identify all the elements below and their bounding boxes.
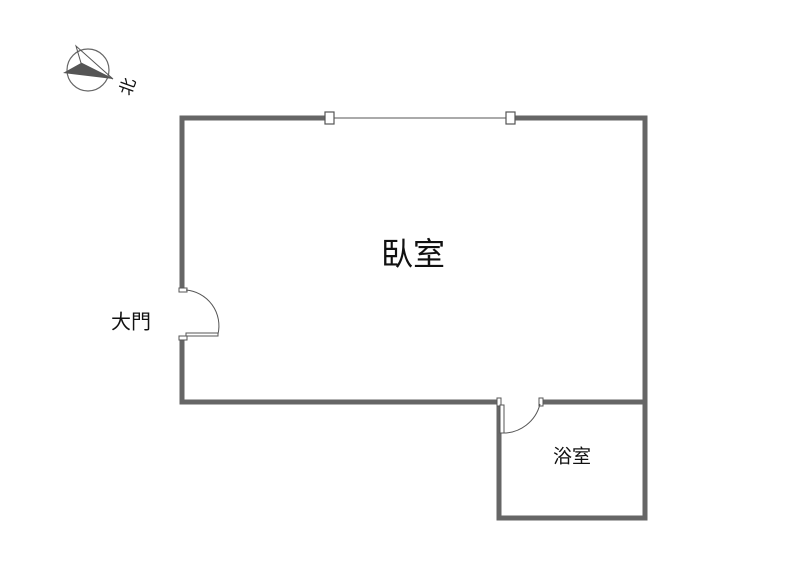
entrance-label: 大門: [111, 309, 151, 334]
walls: [179, 115, 648, 521]
bathroom-door: [496, 397, 544, 434]
room-label-bathroom: 浴室: [552, 445, 592, 468]
window: [324, 111, 516, 125]
entrance-door: [178, 287, 220, 341]
room-label-bedroom: 臥室: [380, 235, 446, 273]
north-arrow-icon: [63, 44, 114, 92]
